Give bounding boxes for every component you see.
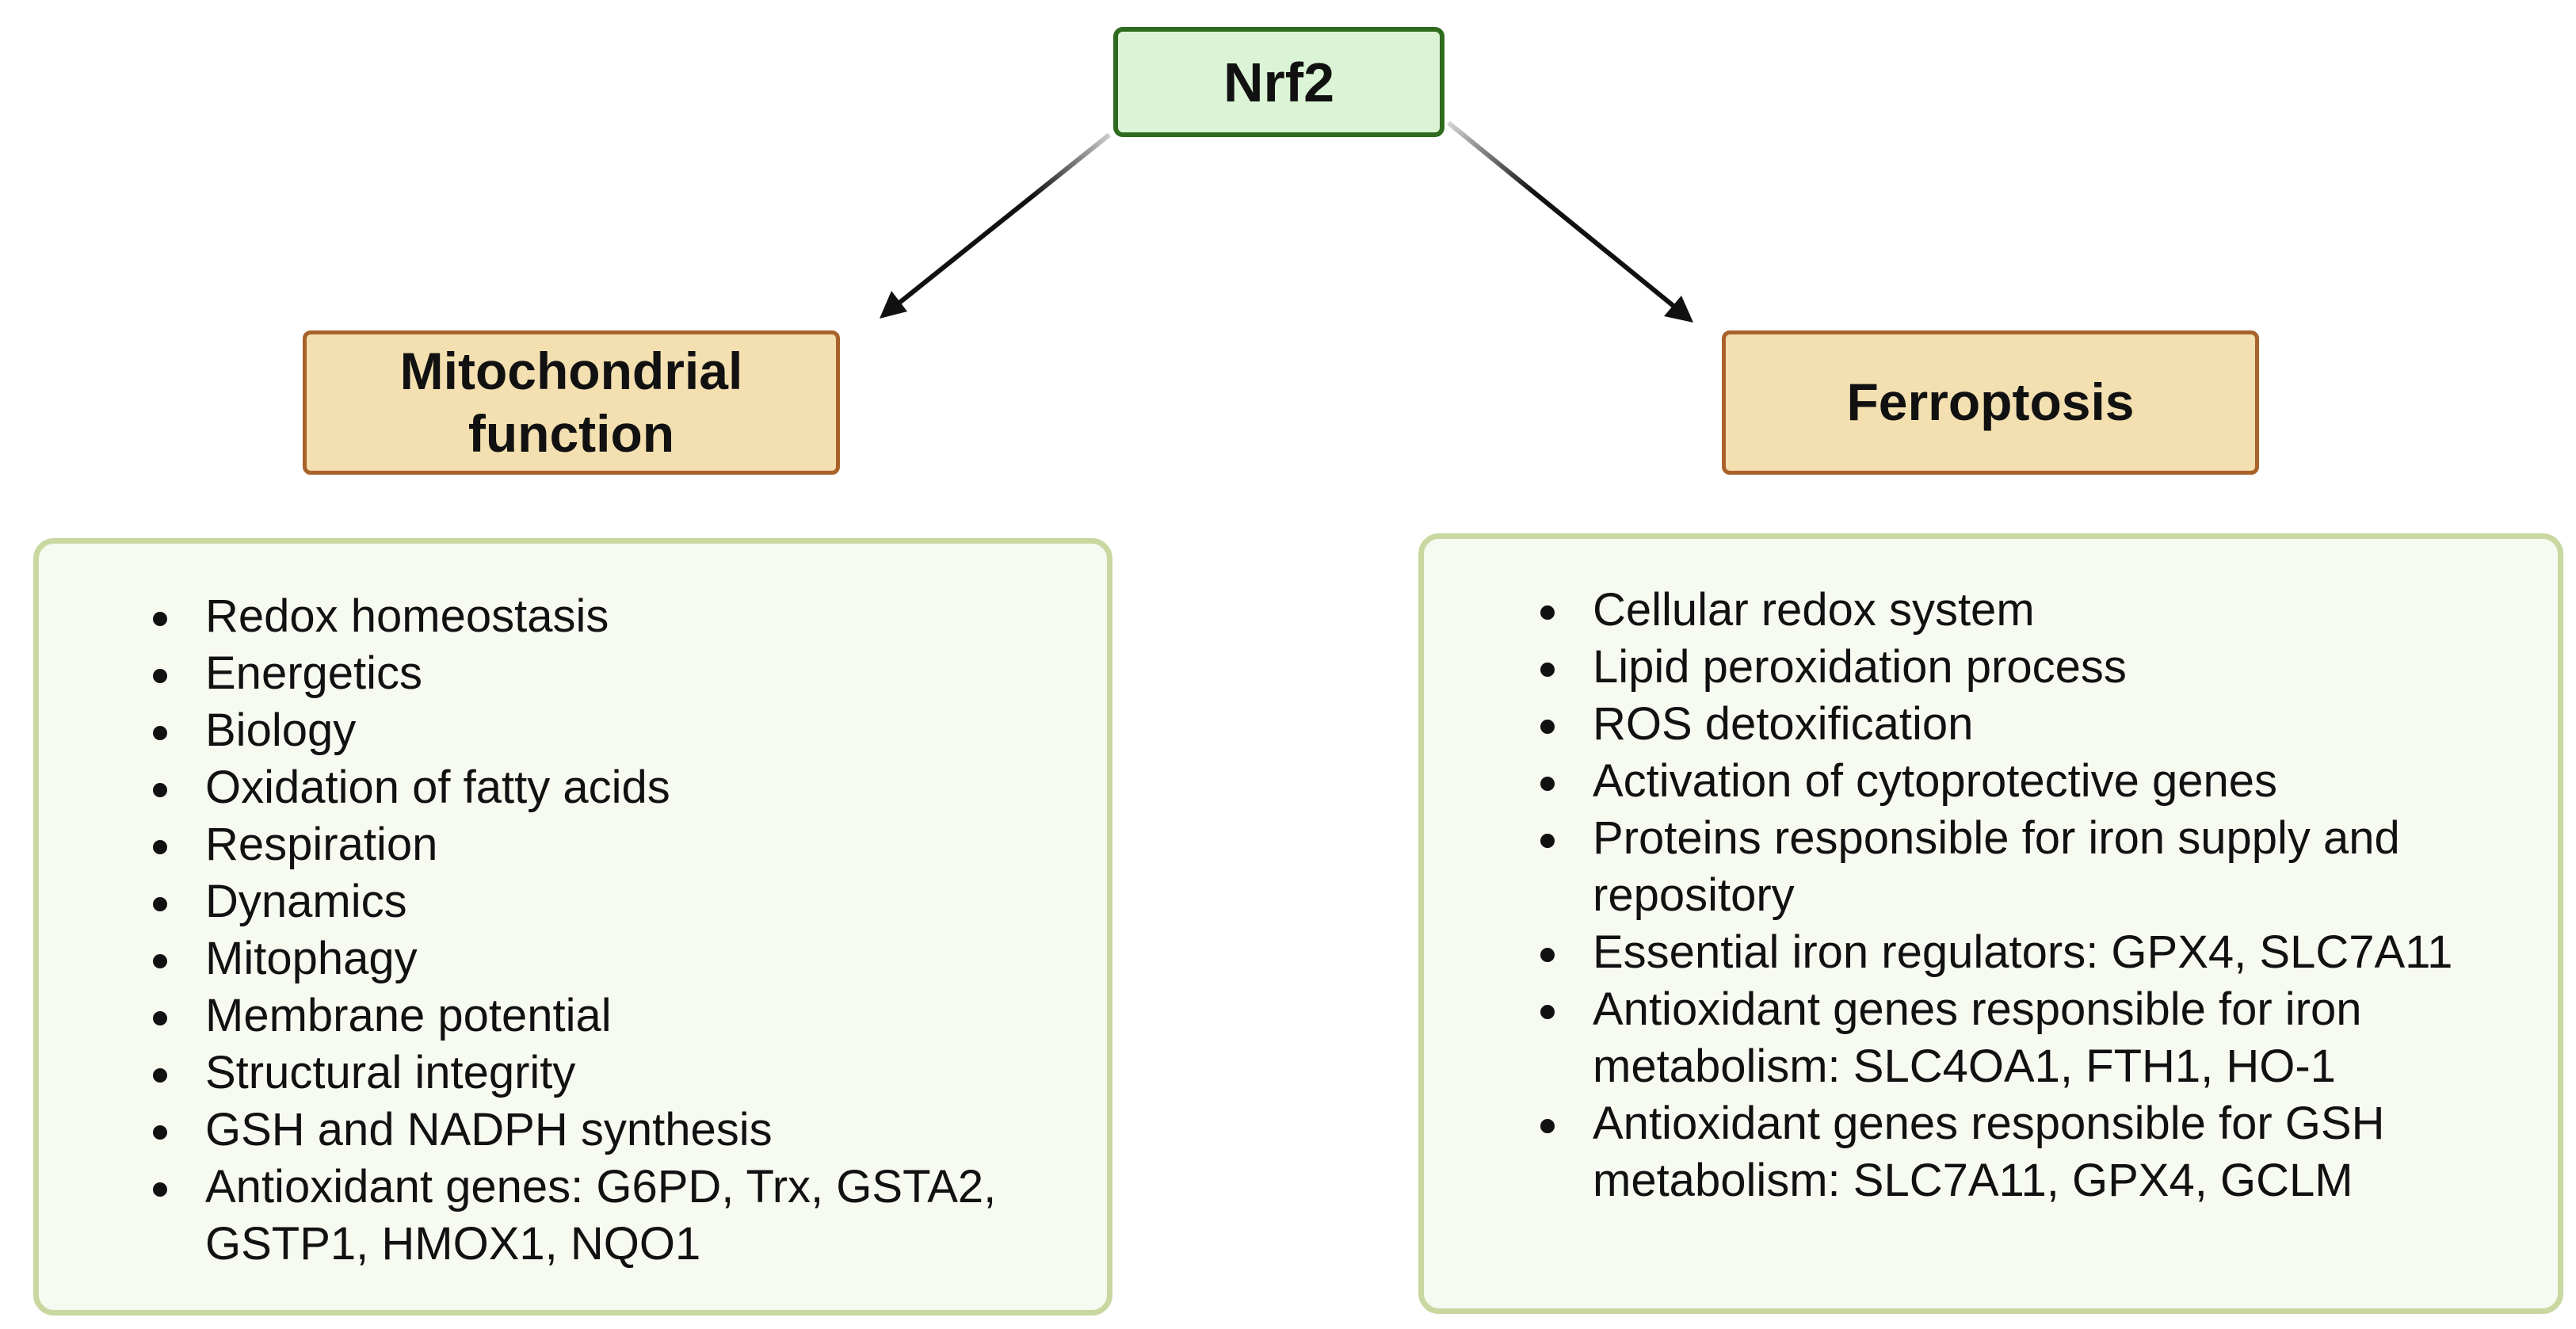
list-item: Oxidation of fatty acids bbox=[153, 759, 1093, 816]
list-item: GSH and NADPH synthesis bbox=[153, 1102, 1093, 1159]
list-item: ROS detoxification bbox=[1540, 696, 2528, 753]
nrf2-label: Nrf2 bbox=[1223, 51, 1335, 113]
list-item: Structural integrity bbox=[153, 1044, 1093, 1102]
list-item: Antioxidant genes responsible for GSH me… bbox=[1540, 1095, 2528, 1209]
list-item: Proteins responsible for iron supply and… bbox=[1540, 810, 2528, 924]
list-item: Respiration bbox=[153, 816, 1093, 873]
mitochondrial-function-details-panel: Redox homeostasis Energetics Biology Oxi… bbox=[33, 538, 1112, 1316]
mitochondrial-function-label: Mitochondrial function bbox=[399, 341, 743, 463]
list-item: Activation of cytoprotective genes bbox=[1540, 753, 2528, 810]
list-item: Lipid peroxidation process bbox=[1540, 639, 2528, 696]
ferroptosis-list: Cellular redox system Lipid peroxidation… bbox=[1540, 582, 2528, 1209]
list-item: Cellular redox system bbox=[1540, 582, 2528, 639]
mitochondrial-function-list: Redox homeostasis Energetics Biology Oxi… bbox=[153, 588, 1093, 1273]
list-item: Antioxidant genes: G6PD, Trx, GSTA2, GST… bbox=[153, 1159, 1093, 1273]
ferroptosis-node: Ferroptosis bbox=[1722, 330, 2259, 475]
list-item: Dynamics bbox=[153, 873, 1093, 930]
list-item: Antioxidant genes responsible for iron m… bbox=[1540, 981, 2528, 1095]
ferroptosis-label: Ferroptosis bbox=[1846, 372, 2135, 432]
list-item: Energetics bbox=[153, 645, 1093, 702]
arrow-to-mitochondrial-function bbox=[880, 132, 1111, 319]
list-item: Essential iron regulators: GPX4, SLC7A11 bbox=[1540, 924, 2528, 981]
list-item: Mitophagy bbox=[153, 930, 1093, 987]
list-item: Biology bbox=[153, 702, 1093, 759]
mitochondrial-function-node: Mitochondrial function bbox=[303, 330, 840, 475]
ferroptosis-details-panel: Cellular redox system Lipid peroxidation… bbox=[1418, 533, 2563, 1314]
arrowhead-left bbox=[880, 291, 907, 319]
arrowhead-right bbox=[1664, 296, 1693, 323]
list-item: Redox homeostasis bbox=[153, 588, 1093, 645]
nrf2-node: Nrf2 bbox=[1113, 27, 1444, 137]
arrow-to-ferroptosis bbox=[1447, 120, 1693, 323]
list-item: Membrane potential bbox=[153, 987, 1093, 1044]
